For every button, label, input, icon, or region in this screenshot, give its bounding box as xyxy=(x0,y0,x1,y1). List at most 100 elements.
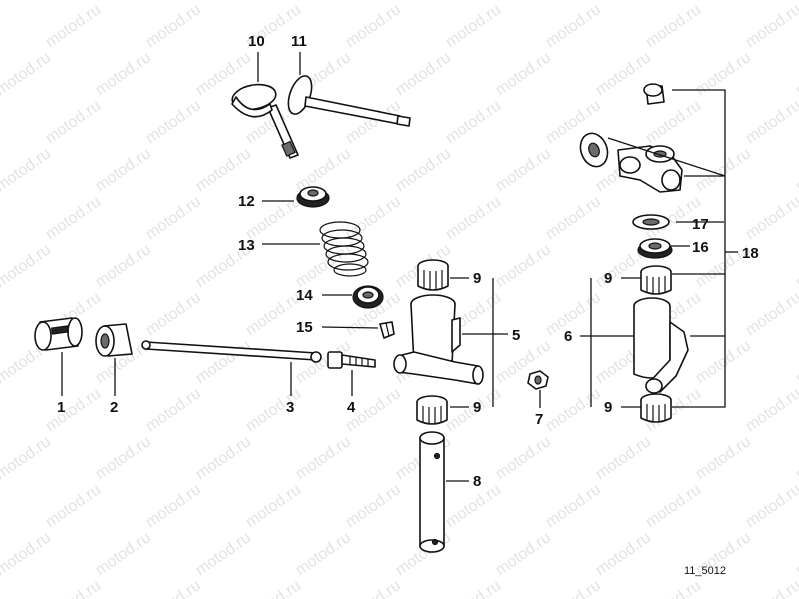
watermark-text: motod.ru xyxy=(0,433,54,483)
watermark-text: motod.ru xyxy=(493,0,554,3)
watermark-text: motod.ru xyxy=(743,289,799,339)
watermark-text: motod.ru xyxy=(143,97,204,147)
watermark-text: motod.ru xyxy=(793,433,799,483)
pushrod-3 xyxy=(141,340,322,363)
watermark-text: motod.ru xyxy=(193,0,254,3)
cap-pad xyxy=(643,83,665,105)
nut-7 xyxy=(527,370,549,390)
watermark-text: motod.ru xyxy=(0,145,54,195)
watermark-text: motod.ru xyxy=(293,529,354,579)
callout-14: 14 xyxy=(296,287,313,304)
callout-15: 15 xyxy=(296,319,313,336)
valve-spring-13 xyxy=(319,221,369,277)
spring-seat-14 xyxy=(352,285,384,309)
watermark-text: motod.ru xyxy=(743,97,799,147)
watermark-text: motod.ru xyxy=(43,385,104,435)
watermark-text: motod.ru xyxy=(0,481,4,531)
watermark-text: motod.ru xyxy=(93,241,154,291)
watermark-text: motod.ru xyxy=(743,1,799,51)
watermark-text: motod.ru xyxy=(693,433,754,483)
watermark-text: motod.ru xyxy=(393,0,454,3)
watermark-text: motod.ru xyxy=(743,481,799,531)
watermark-text: motod.ru xyxy=(0,385,4,435)
watermark-text: motod.ru xyxy=(243,289,304,339)
callout-3: 3 xyxy=(286,399,294,416)
watermark-text: motod.ru xyxy=(143,289,204,339)
rocker-arm-6 xyxy=(633,297,689,394)
watermark-text: motod.ru xyxy=(443,577,504,599)
watermark-text: motod.ru xyxy=(343,193,404,243)
watermark-text: motod.ru xyxy=(543,1,604,51)
washer-17 xyxy=(632,214,670,230)
callout-18: 18 xyxy=(742,245,759,262)
watermark-text: motod.ru xyxy=(693,145,754,195)
watermark-text: motod.ru xyxy=(743,385,799,435)
watermark-text: motod.ru xyxy=(0,97,4,147)
watermark-text: motod.ru xyxy=(543,193,604,243)
callout-6: 6 xyxy=(564,328,572,345)
watermark-text: motod.ru xyxy=(93,49,154,99)
watermark-text: motod.ru xyxy=(693,49,754,99)
callout-9-rocker6-upper: 9 xyxy=(604,270,612,287)
cone-piece-2 xyxy=(95,323,133,357)
callout-4: 4 xyxy=(347,399,356,416)
watermark-text: motod.ru xyxy=(693,0,754,3)
needle-bearing-upper xyxy=(417,259,449,291)
callout-8: 8 xyxy=(473,473,481,490)
watermark-text: motod.ru xyxy=(143,385,204,435)
watermark-text: motod.ru xyxy=(343,481,404,531)
valve-keeper-15 xyxy=(379,321,395,339)
watermark-text: motod.ru xyxy=(0,0,54,3)
spring-retainer-12 xyxy=(296,186,330,208)
watermark-text: motod.ru xyxy=(43,577,104,599)
adjusting-screw-4 xyxy=(327,351,376,369)
watermark-text: motod.ru xyxy=(93,529,154,579)
rocker-arm-5 xyxy=(393,294,484,385)
callout-7: 7 xyxy=(535,411,543,428)
rocker-block xyxy=(617,145,683,193)
callout-17: 17 xyxy=(692,216,709,233)
watermark-text: motod.ru xyxy=(793,145,799,195)
watermark-text: motod.ru xyxy=(793,49,799,99)
watermark-text: motod.ru xyxy=(43,1,104,51)
callout-16: 16 xyxy=(692,239,709,256)
watermark-text: motod.ru xyxy=(543,289,604,339)
callout-9-rocker5-lower: 9 xyxy=(473,399,481,416)
watermark-text: motod.ru xyxy=(543,385,604,435)
watermark-text: motod.ru xyxy=(243,481,304,531)
callout-13: 13 xyxy=(238,237,255,254)
valve-11 xyxy=(287,75,411,127)
watermark-text: motod.ru xyxy=(143,193,204,243)
watermark-text: motod.ru xyxy=(643,1,704,51)
watermark-text: motod.ru xyxy=(493,49,554,99)
diagram-code: 11_5012 xyxy=(684,565,726,577)
callout-12: 12 xyxy=(238,193,255,210)
callout-5: 5 xyxy=(512,327,520,344)
watermark-text: motod.ru xyxy=(43,481,104,531)
watermark-text: motod.ru xyxy=(193,433,254,483)
watermark-text: motod.ru xyxy=(293,145,354,195)
watermark-text: motod.ru xyxy=(493,145,554,195)
watermark-text: motod.ru xyxy=(493,241,554,291)
watermark-text: motod.ru xyxy=(793,337,799,387)
watermark-text: motod.ru xyxy=(393,145,454,195)
watermark-text: motod.ru xyxy=(293,0,354,3)
washer-top xyxy=(579,132,609,168)
watermark-text: motod.ru xyxy=(343,577,404,599)
watermark-text: motod.ru xyxy=(93,0,154,3)
watermark-text: motod.ru xyxy=(0,577,4,599)
leader-lines xyxy=(61,52,738,482)
rocker-shaft-8 xyxy=(419,431,445,553)
watermark-text: motod.ru xyxy=(343,1,404,51)
watermark-text: motod.ru xyxy=(193,145,254,195)
callout-9-rocker5-upper: 9 xyxy=(473,270,481,287)
callout-1: 1 xyxy=(57,399,65,416)
bushing-16 xyxy=(637,238,673,259)
watermark-text: motod.ru xyxy=(443,193,504,243)
watermark-text: motod.ru xyxy=(143,1,204,51)
watermark-text: motod.ru xyxy=(143,481,204,531)
watermark-text: motod.ru xyxy=(593,433,654,483)
watermark-text: motod.ru xyxy=(793,241,799,291)
